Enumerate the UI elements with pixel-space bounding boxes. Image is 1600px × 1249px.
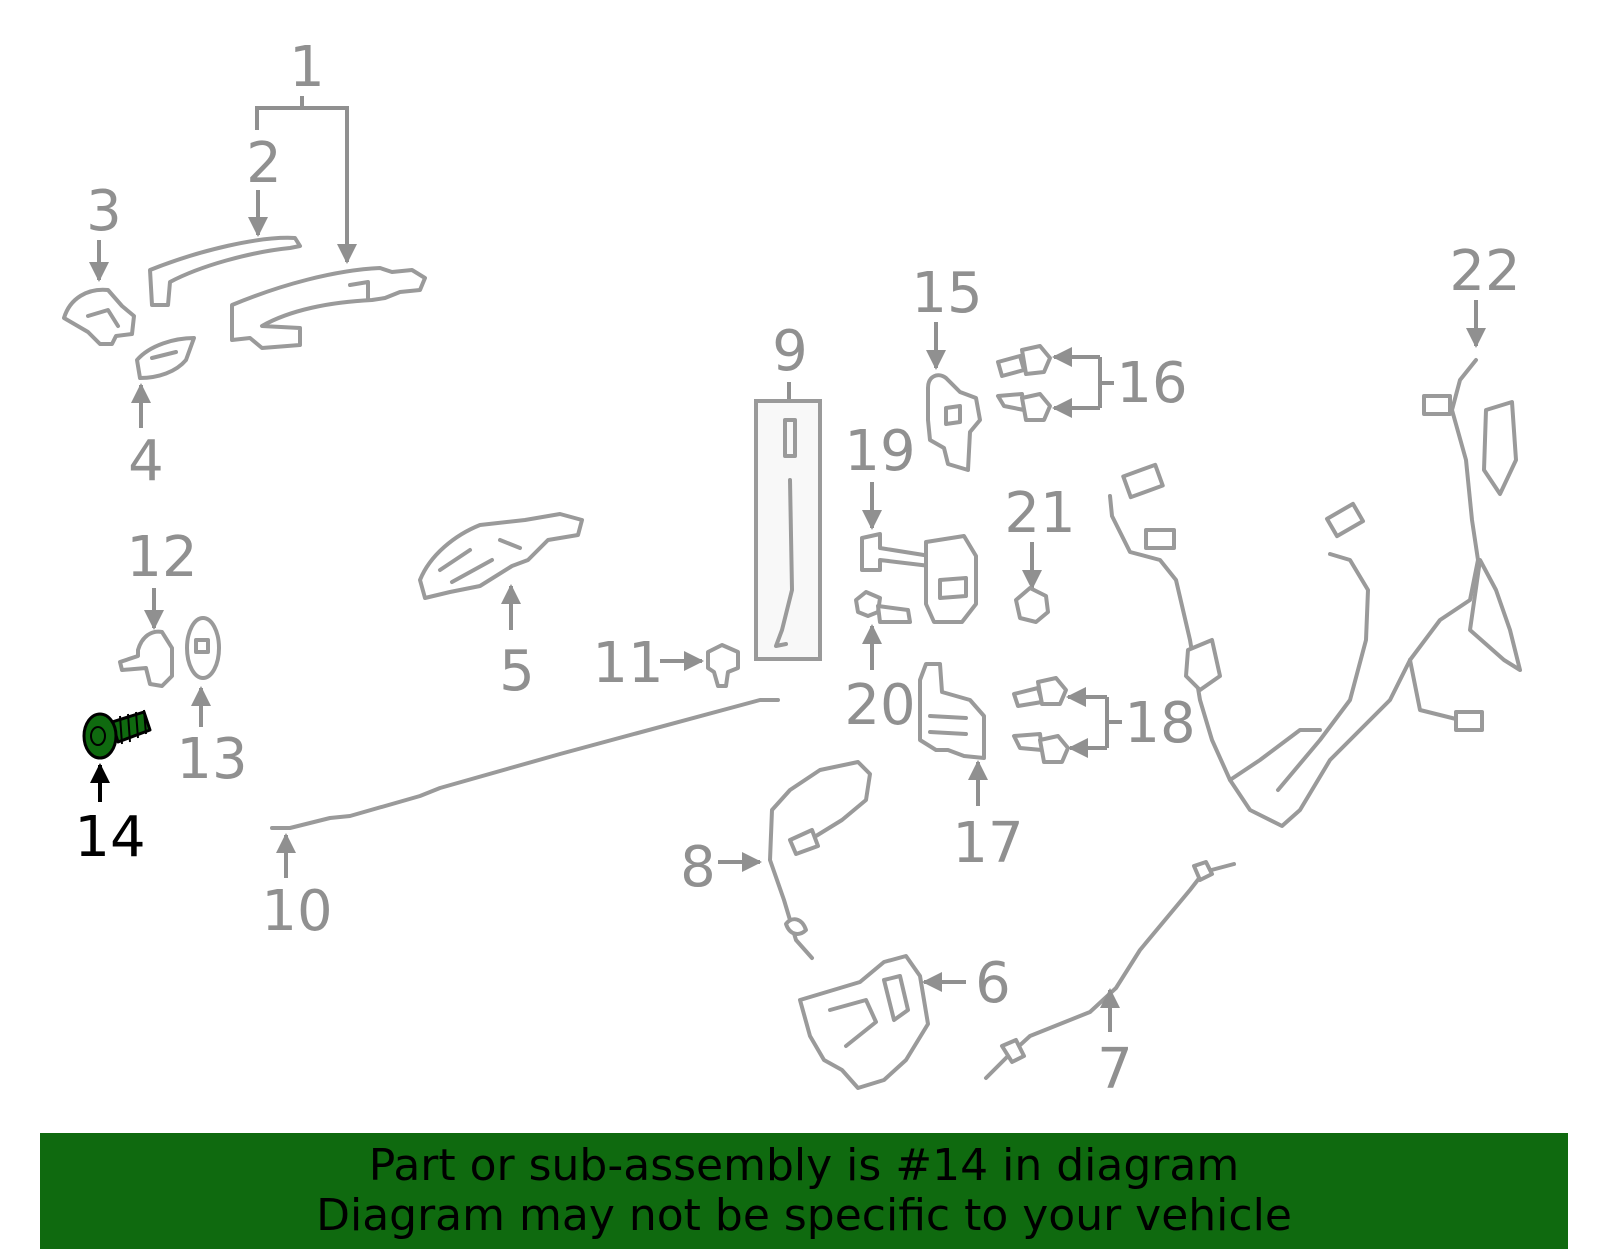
part-6: 6	[798, 951, 1011, 1090]
info-banner: Part or sub-assembly is #14 in diagram D…	[40, 1133, 1568, 1249]
callout-13: 13	[176, 727, 247, 792]
callout-7: 7	[1097, 1037, 1133, 1102]
part-22-wiring-harness: 22	[1108, 239, 1522, 828]
banner-line-2: Diagram may not be specific to your vehi…	[316, 1190, 1292, 1241]
callout-12: 12	[126, 525, 197, 590]
callout-16: 16	[1116, 351, 1187, 416]
part-1-handle-assembly	[230, 266, 427, 350]
part-14-bolt-highlighted: 14	[74, 709, 152, 870]
callout-17: 17	[952, 811, 1023, 876]
callout-4: 4	[128, 429, 164, 494]
part-10: 10	[261, 698, 780, 944]
part-16-bolts: 16	[996, 344, 1188, 422]
callout-1: 1	[289, 35, 325, 100]
callout-11: 11	[592, 631, 663, 696]
part-7: 7	[984, 860, 1236, 1102]
part-2-handle	[148, 235, 302, 307]
part-12: 12	[118, 525, 198, 688]
callout-22: 22	[1449, 239, 1520, 304]
part-9: 9	[754, 319, 822, 661]
callout-19: 19	[844, 419, 915, 484]
part-3: 3	[62, 179, 136, 346]
callout-9: 9	[772, 319, 808, 384]
callout-20: 20	[844, 673, 915, 738]
callout-8: 8	[680, 835, 716, 900]
part-8: 8	[680, 760, 872, 960]
part-4: 4	[128, 336, 196, 494]
part-19: 19	[844, 419, 978, 624]
part-21: 21	[1004, 481, 1076, 624]
part-15: 15	[911, 261, 983, 472]
callout-3: 3	[86, 179, 122, 244]
callout-group-1-2: 1 2	[246, 35, 357, 264]
callout-5: 5	[499, 639, 535, 704]
callout-21: 21	[1004, 481, 1075, 546]
callout-15: 15	[911, 261, 982, 326]
part-11: 11	[592, 631, 740, 696]
part-13: 13	[176, 616, 248, 792]
callout-14: 14	[74, 805, 145, 870]
callout-6: 6	[975, 951, 1011, 1016]
callout-18: 18	[1124, 691, 1195, 756]
callout-2: 2	[246, 131, 282, 196]
part-20: 20	[844, 590, 916, 738]
part-17: 17	[918, 662, 1024, 876]
part-18-bolts: 18	[1012, 676, 1196, 764]
part-5: 5	[418, 512, 584, 704]
callout-10: 10	[261, 879, 332, 944]
banner-line-1: Part or sub-assembly is #14 in diagram	[368, 1140, 1240, 1191]
